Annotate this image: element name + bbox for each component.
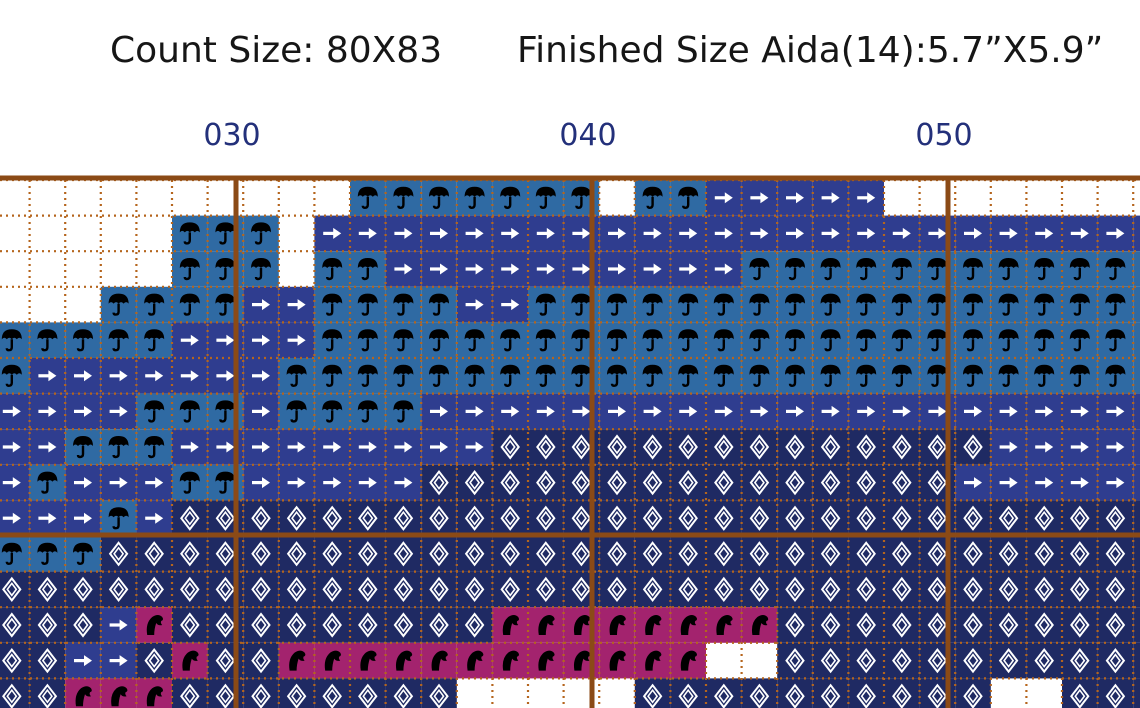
stitch-cell — [1133, 251, 1140, 287]
stitch-cell — [1133, 358, 1140, 394]
stitch-cell — [1133, 571, 1140, 608]
stitch-cell — [0, 358, 30, 394]
finished-size-label: Finished Size Aida(14):5.7”X5.9” — [517, 30, 1104, 71]
stitch-cell — [1133, 322, 1140, 358]
stitch-cell — [0, 322, 30, 358]
stitch-cell — [1133, 642, 1140, 679]
stitch-cell — [0, 642, 30, 679]
column-number-050: 050 — [915, 118, 973, 153]
grid-frame-lines — [0, 175, 1140, 708]
stitch-cell — [0, 571, 30, 608]
stitch-cell — [1133, 393, 1140, 430]
stitch-cell — [706, 678, 742, 708]
stitch-cell — [1133, 500, 1140, 536]
stitch-cell — [1133, 536, 1140, 572]
stitch-cell — [0, 607, 30, 643]
stitch-cell — [1133, 678, 1140, 708]
count-size-label: Count Size: 80X83 — [110, 30, 443, 71]
stitch-cell — [243, 678, 279, 708]
stitch-cell — [1133, 464, 1140, 501]
stitch-cell — [670, 678, 706, 708]
column-number-030: 030 — [203, 118, 261, 153]
stitch-cell — [1062, 678, 1098, 708]
stitch-cell — [848, 678, 884, 708]
stitch-cell — [955, 678, 991, 708]
chart-header: Count Size: 80X83 Finished Size Aida(14)… — [0, 30, 1140, 74]
stitch-cell — [0, 536, 30, 572]
stitch-cell — [1133, 286, 1140, 323]
stitch-cell — [884, 678, 920, 708]
stitch-cell — [1133, 607, 1140, 643]
stitch-cell — [278, 678, 315, 708]
stitch-cell — [1133, 429, 1140, 465]
column-number-040: 040 — [559, 118, 617, 153]
stitch-cell — [777, 678, 813, 708]
stitch-cell — [1097, 678, 1134, 708]
stitch-cell — [634, 678, 671, 708]
stitch-cell — [29, 678, 66, 708]
stitch-cell — [385, 678, 422, 708]
stitch-cell — [421, 678, 457, 708]
stitch-cell — [172, 678, 208, 708]
stitch-cell — [1133, 215, 1140, 252]
stitch-cell — [812, 678, 849, 708]
stitch-cell — [350, 678, 386, 708]
stitch-cell — [741, 678, 778, 708]
stitch-cell — [314, 678, 350, 708]
